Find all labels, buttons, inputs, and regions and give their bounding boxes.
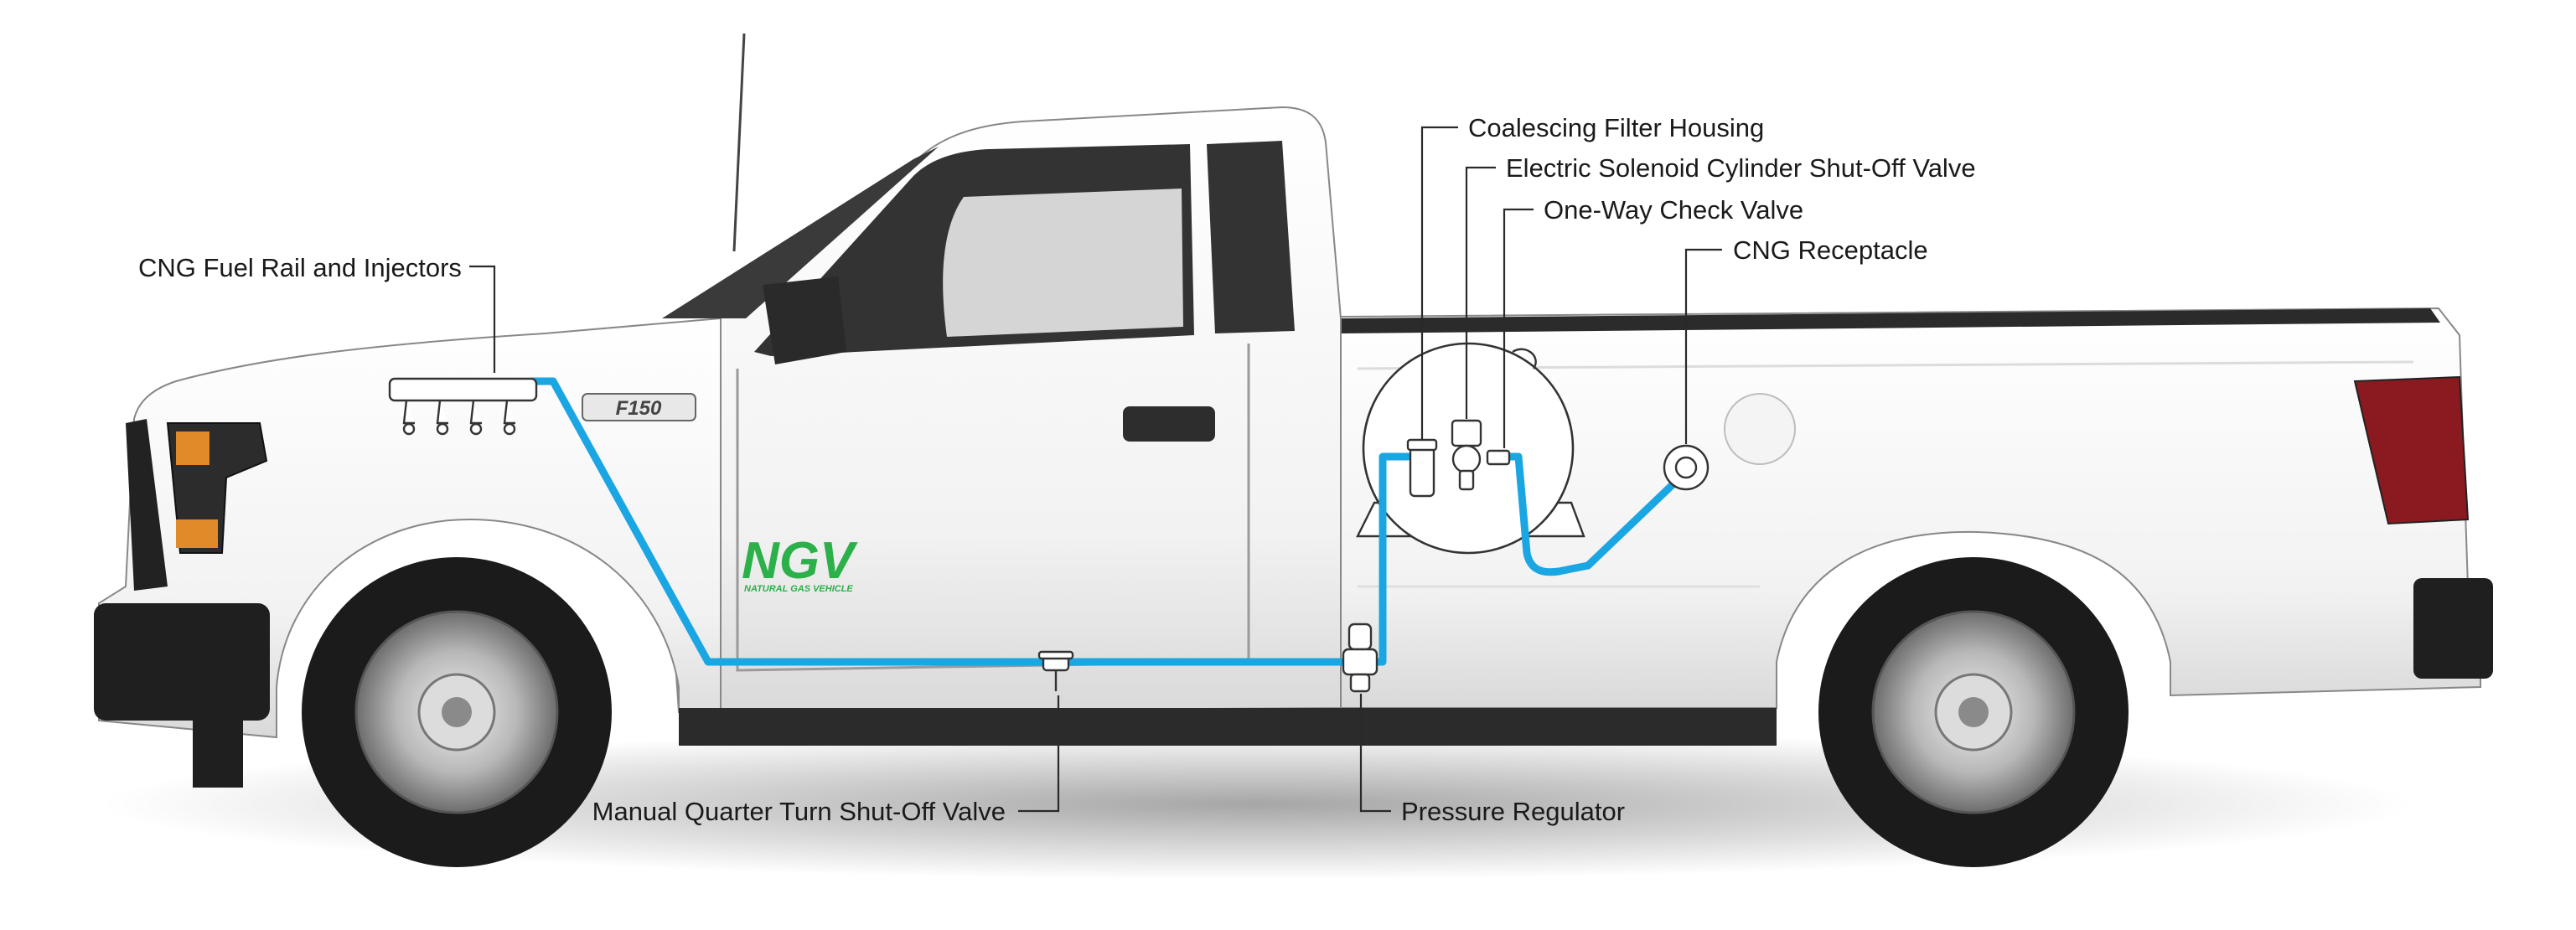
- antenna: [732, 33, 746, 252]
- rear-bumper: [2413, 578, 2493, 679]
- label-fuel-rail: CNG Fuel Rail and Injectors: [138, 253, 462, 282]
- truck: F150 NGV NATURAL GAS VEHICLE: [94, 106, 2493, 788]
- f150-badge-text: F150: [616, 397, 662, 420]
- leader-pressure-regulator: [1359, 694, 1391, 813]
- solenoid-valve: [1451, 419, 1482, 491]
- fuel-door: [1724, 393, 1796, 465]
- label-manual-valve: Manual Quarter Turn Shut-Off Valve: [592, 797, 1006, 826]
- bumper-lower: [193, 721, 243, 788]
- front-wheel: [302, 557, 612, 867]
- leader-manual-valve: [1018, 695, 1060, 813]
- side-window-glass: [943, 189, 1183, 337]
- rear-window: [1207, 141, 1295, 333]
- rocker-panel: [679, 708, 1777, 746]
- door-handle: [1123, 406, 1215, 442]
- truck-bed: [1340, 307, 2481, 709]
- headlight-amber: [176, 431, 209, 465]
- coalescing-filter: [1406, 438, 1438, 498]
- door-seam: [736, 344, 1250, 672]
- label-receptacle: CNG Receptacle: [1733, 235, 1928, 265]
- manual-quarter-turn-valve: [1037, 650, 1074, 691]
- leader-receptacle: [1684, 248, 1722, 444]
- ngv-badge-subtitle: NATURAL GAS VEHICLE: [744, 584, 853, 594]
- front-bumper: [94, 603, 270, 721]
- leader-coalescing-filter: [1420, 126, 1458, 440]
- leader-solenoid: [1465, 166, 1496, 419]
- label-coalescing-filter: Coalescing Filter Housing: [1468, 113, 1764, 142]
- cng-receptacle: [1663, 444, 1710, 491]
- leader-fuel-rail: [469, 265, 496, 373]
- fuel-rail-injectors: [388, 377, 538, 436]
- windshield: [662, 147, 939, 318]
- label-check-valve: One-Way Check Valve: [1544, 195, 1803, 225]
- foglight-amber: [176, 519, 218, 548]
- pressure-regulator: [1342, 623, 1379, 693]
- ngv-badge-title: NGV: [742, 532, 858, 590]
- bed-rail: [1341, 308, 2440, 333]
- f150-badge: F150: [582, 393, 696, 421]
- grille: [126, 419, 168, 591]
- rear-wheel: [1818, 557, 2129, 867]
- tank-strap: [1512, 348, 1537, 369]
- label-pressure-regulator: Pressure Regulator: [1401, 797, 1625, 826]
- tail-light: [2353, 375, 2470, 525]
- leader-check-valve: [1503, 208, 1534, 448]
- ngv-badge: NGV NATURAL GAS VEHICLE: [742, 532, 858, 594]
- label-solenoid-valve: Electric Solenoid Cylinder Shut-Off Valv…: [1506, 153, 1976, 183]
- side-mirror: [763, 276, 846, 364]
- one-way-check-valve: [1486, 449, 1511, 466]
